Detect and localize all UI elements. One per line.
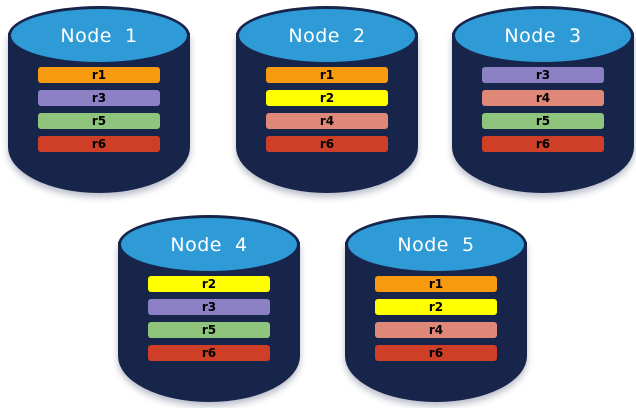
- node-2[interactable]: Node 2 r1 r2 r4 r6: [236, 3, 418, 193]
- node-4[interactable]: Node 4 r2 r3 r5 r6: [118, 212, 300, 402]
- replica-chip[interactable]: r2: [266, 90, 388, 106]
- replica-chip[interactable]: r2: [375, 299, 497, 315]
- node-2-label: Node 2: [288, 24, 366, 47]
- replica-chip[interactable]: r6: [148, 345, 270, 361]
- replica-chip[interactable]: r4: [375, 322, 497, 338]
- replica-chip[interactable]: r1: [375, 276, 497, 292]
- node-3[interactable]: Node 3 r3 r4 r5 r6: [452, 3, 634, 193]
- node-4-cylinder-top: [118, 215, 300, 274]
- replica-chip[interactable]: r6: [482, 136, 604, 152]
- node-5-replica-list: r1 r2 r4 r6: [375, 276, 497, 361]
- replica-chip[interactable]: r4: [482, 90, 604, 106]
- replica-chip[interactable]: r5: [482, 113, 604, 129]
- replica-chip[interactable]: r1: [266, 67, 388, 83]
- replica-chip[interactable]: r6: [375, 345, 497, 361]
- node-4-replica-list: r2 r3 r5 r6: [148, 276, 270, 361]
- node-5[interactable]: Node 5 r1 r2 r4 r6: [345, 212, 527, 402]
- node-2-replica-list: r1 r2 r4 r6: [266, 67, 388, 152]
- replica-chip[interactable]: r5: [38, 113, 160, 129]
- replica-chip[interactable]: r6: [266, 136, 388, 152]
- node-3-cylinder-top: [452, 6, 634, 65]
- node-4-label: Node 4: [170, 233, 248, 256]
- replica-chip[interactable]: r3: [38, 90, 160, 106]
- node-1-cylinder-top: [8, 6, 190, 65]
- node-2-cylinder-top: [236, 6, 418, 65]
- node-1-label: Node 1: [60, 24, 138, 47]
- replica-chip[interactable]: r6: [38, 136, 160, 152]
- node-5-cylinder-top: [345, 215, 527, 274]
- node-5-label: Node 5: [397, 233, 475, 256]
- replica-chip[interactable]: r2: [148, 276, 270, 292]
- replica-chip[interactable]: r3: [148, 299, 270, 315]
- replica-chip[interactable]: r1: [38, 67, 160, 83]
- replica-chip[interactable]: r3: [482, 67, 604, 83]
- node-3-label: Node 3: [504, 24, 582, 47]
- replica-chip[interactable]: r5: [148, 322, 270, 338]
- replica-chip[interactable]: r4: [266, 113, 388, 129]
- node-1-replica-list: r1 r3 r5 r6: [38, 67, 160, 152]
- node-1[interactable]: Node 1 r1 r3 r5 r6: [8, 3, 190, 193]
- node-3-replica-list: r3 r4 r5 r6: [482, 67, 604, 152]
